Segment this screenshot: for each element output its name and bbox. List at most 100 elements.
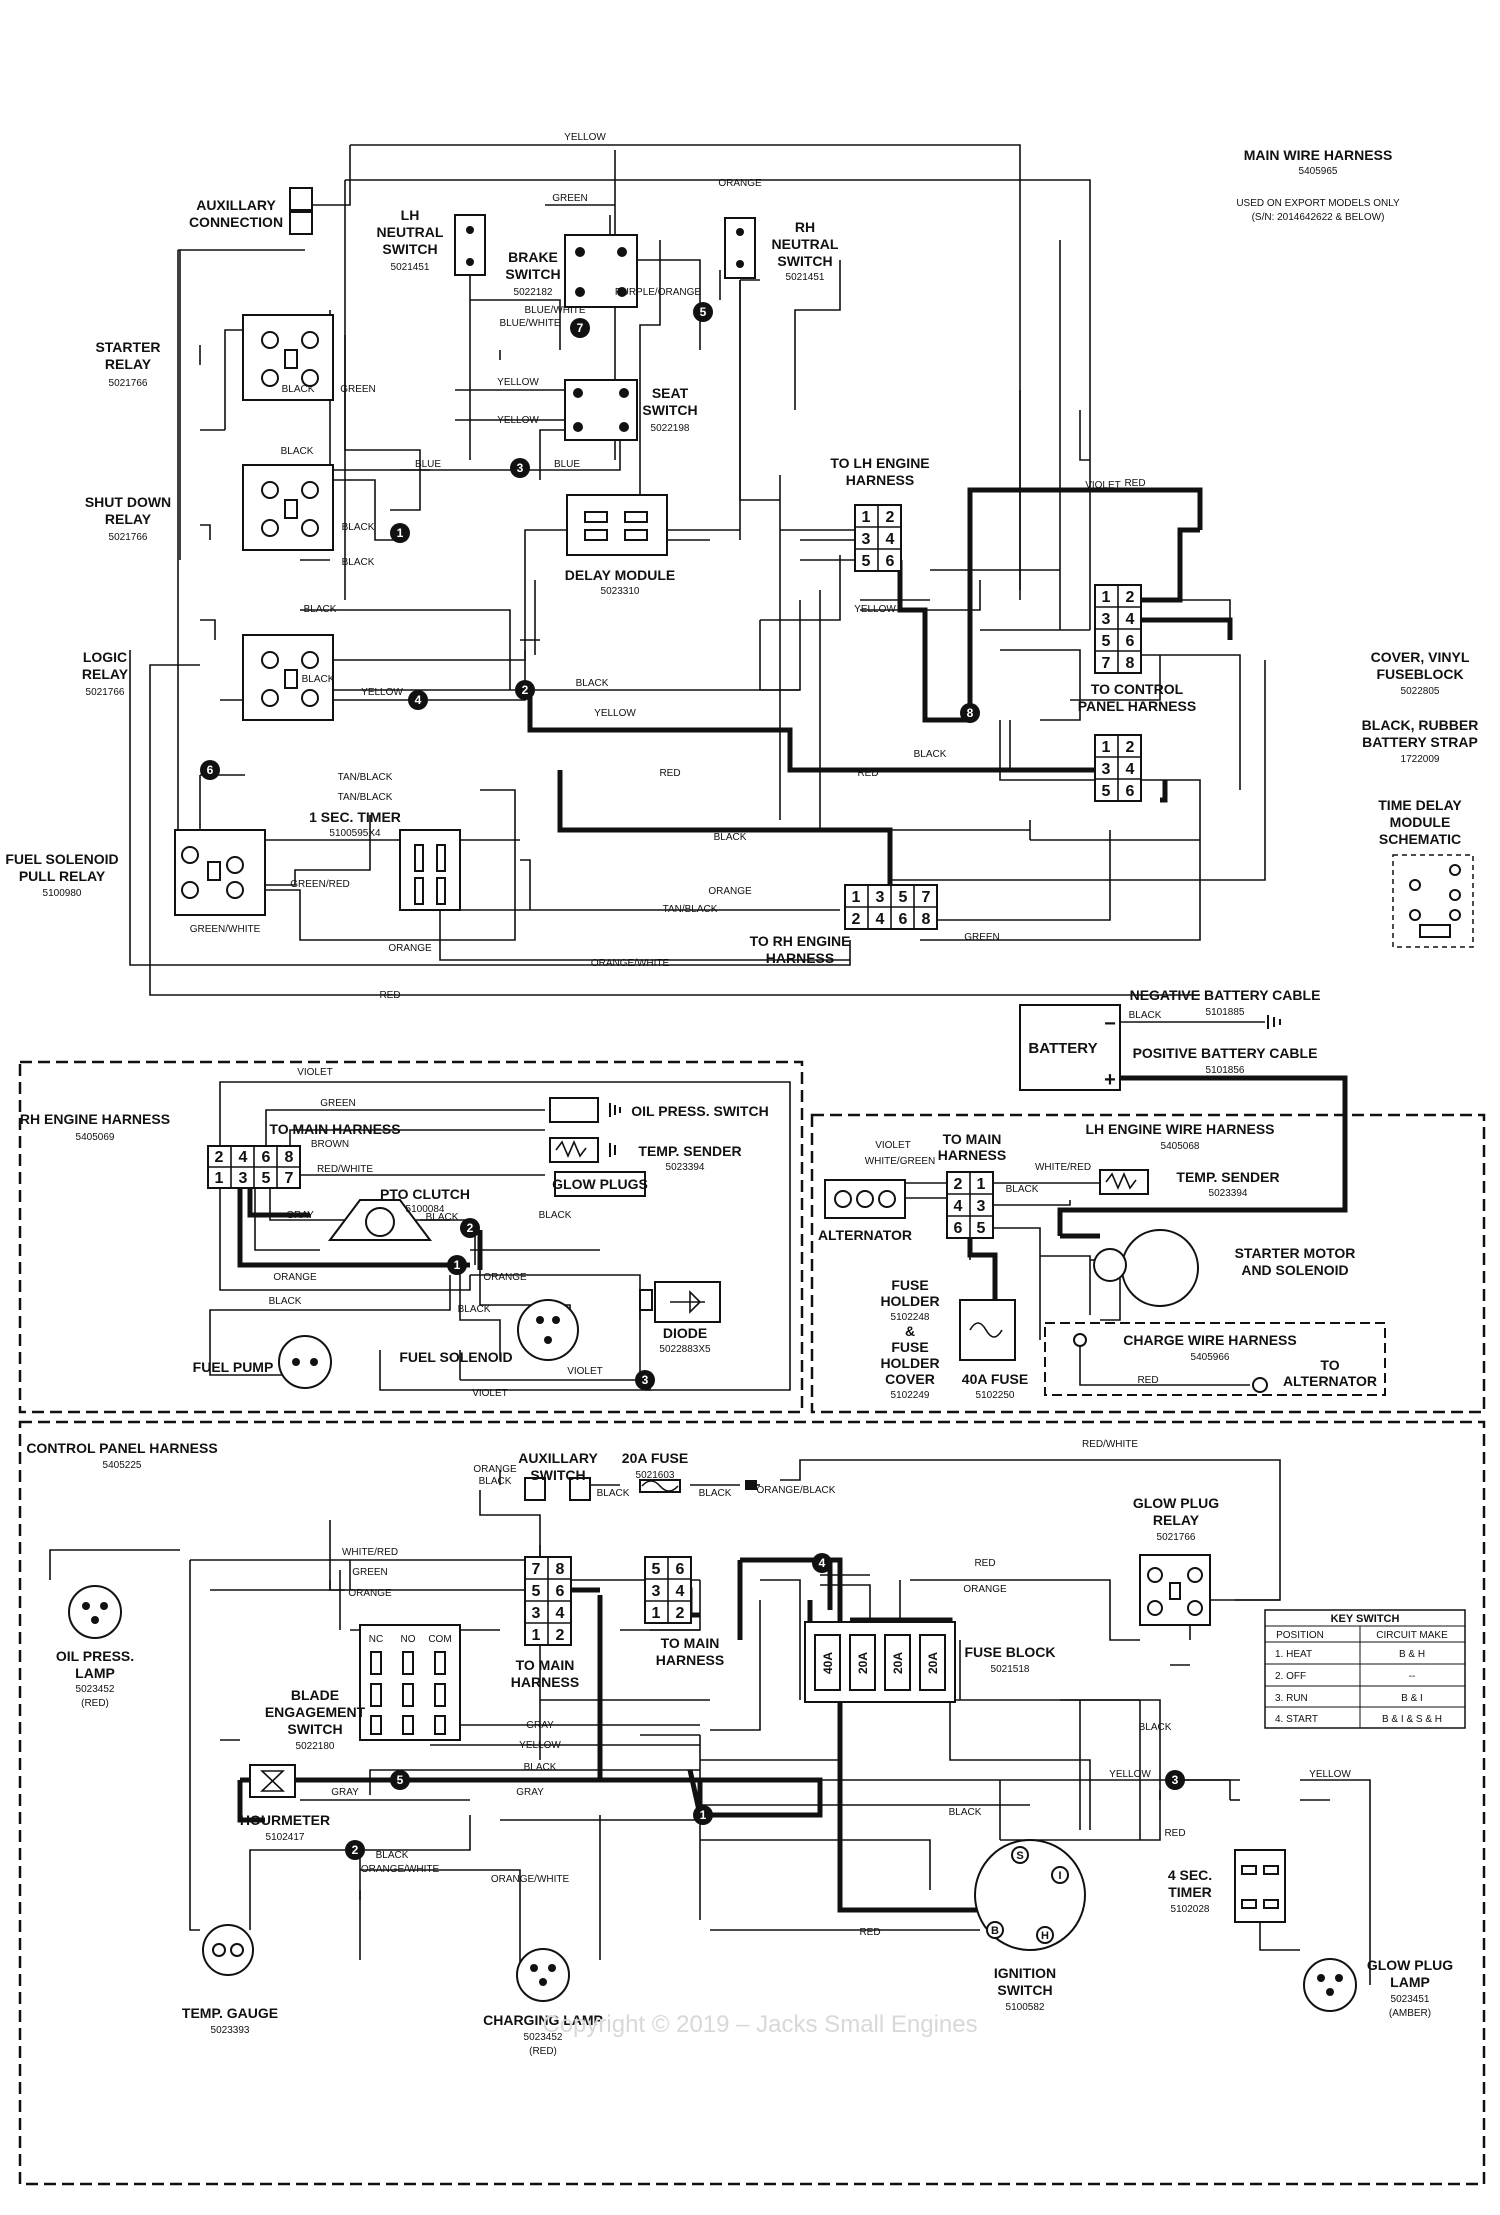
svg-text:7: 7	[577, 321, 584, 335]
svg-text:5021766: 5021766	[86, 687, 125, 698]
svg-text:3: 3	[1172, 1773, 1179, 1787]
svg-text:4. START: 4. START	[1275, 1714, 1318, 1725]
svg-text:GLOW PLUG: GLOW PLUG	[1133, 1495, 1219, 1511]
svg-text:5023394: 5023394	[1209, 1188, 1248, 1199]
svg-text:LH ENGINE WIRE HARNESS: LH ENGINE WIRE HARNESS	[1085, 1121, 1274, 1137]
svg-text:BLACK: BLACK	[699, 1488, 732, 1499]
svg-text:OIL PRESS.: OIL PRESS.	[56, 1648, 134, 1664]
wire-labels-top: YELLOW ORANGE GREEN BLUE/WHITE BLUE/WHIT…	[190, 132, 1146, 1001]
svg-text:RELAY: RELAY	[1153, 1512, 1200, 1528]
svg-text:LH: LH	[401, 207, 420, 223]
svg-text:TO MAIN: TO MAIN	[943, 1131, 1002, 1147]
svg-text:NO: NO	[401, 1634, 416, 1645]
svg-text:2: 2	[886, 509, 895, 526]
svg-text:ORANGE: ORANGE	[708, 886, 752, 897]
svg-text:3: 3	[876, 889, 885, 906]
svg-text:SWITCH: SWITCH	[777, 253, 832, 269]
svg-text:5021766: 5021766	[1157, 1532, 1196, 1543]
control-panel-harness-region	[18, 1420, 1486, 2186]
svg-text:1: 1	[700, 1808, 707, 1822]
svg-text:GREEN: GREEN	[552, 193, 588, 204]
svg-text:POSITIVE BATTERY CABLE: POSITIVE BATTERY CABLE	[1133, 1045, 1318, 1061]
svg-text:4: 4	[954, 1198, 963, 1215]
fuseblock-cover-note: COVER, VINYL FUSEBLOCK 5022805	[1371, 649, 1470, 697]
svg-text:5: 5	[977, 1220, 986, 1237]
svg-text:8: 8	[1126, 655, 1135, 672]
shutdown-relay: SHUT DOWN RELAY 5021766	[85, 464, 334, 551]
svg-text:SWITCH: SWITCH	[997, 1982, 1052, 1998]
svg-text:LOGIC: LOGIC	[83, 649, 127, 665]
svg-text:1: 1	[862, 509, 871, 526]
svg-text:4: 4	[415, 693, 422, 707]
svg-text:CHARGING LAMP: CHARGING LAMP	[483, 2012, 603, 2028]
svg-text:BLADE: BLADE	[291, 1687, 339, 1703]
svg-text:B & H: B & H	[1399, 1649, 1425, 1660]
svg-text:S: S	[1016, 1850, 1023, 1862]
seat-switch: SEAT SWITCH 5022198	[564, 379, 698, 441]
svg-text:RED: RED	[1137, 1375, 1158, 1386]
svg-text:COM: COM	[428, 1634, 451, 1645]
svg-text:HARNESS: HARNESS	[511, 1674, 579, 1690]
svg-text:5405225: 5405225	[103, 1460, 142, 1471]
svg-text:5023452: 5023452	[76, 1684, 115, 1695]
svg-text:BLUE/WHITE: BLUE/WHITE	[499, 318, 560, 329]
svg-text:BRAKE: BRAKE	[508, 249, 558, 265]
svg-text:5023310: 5023310	[601, 586, 640, 597]
svg-text:5: 5	[899, 889, 908, 906]
svg-text:HARNESS: HARNESS	[846, 472, 914, 488]
svg-text:6: 6	[886, 553, 895, 570]
time-delay-schematic: TIME DELAY MODULE SCHEMATIC	[1378, 797, 1474, 948]
svg-text:5022805: 5022805	[1401, 686, 1440, 697]
svg-text:RELAY: RELAY	[82, 666, 129, 682]
svg-text:20A FUSE: 20A FUSE	[622, 1450, 688, 1466]
svg-text:NEUTRAL: NEUTRAL	[377, 224, 444, 240]
svg-text:(RED): (RED)	[529, 2046, 557, 2057]
svg-text:RH: RH	[795, 219, 815, 235]
svg-text:4: 4	[1126, 761, 1135, 778]
svg-text:5021603: 5021603	[636, 1470, 675, 1481]
svg-text:TO: TO	[1320, 1357, 1339, 1373]
svg-text:2: 2	[556, 1627, 565, 1644]
svg-text:6: 6	[1126, 633, 1135, 650]
rh-neutral-switch: RH NEUTRAL SWITCH 5021451	[724, 217, 839, 283]
svg-text:BLACK: BLACK	[304, 604, 337, 615]
svg-text:5102250: 5102250	[976, 1390, 1015, 1401]
svg-text:ORANGE: ORANGE	[718, 178, 762, 189]
svg-text:BLACK: BLACK	[524, 1762, 557, 1773]
svg-text:RED: RED	[974, 1558, 995, 1569]
svg-text:ORANGE: ORANGE	[273, 1272, 317, 1283]
svg-text:HARNESS: HARNESS	[938, 1147, 1006, 1163]
svg-text:GLOW PLUG: GLOW PLUG	[1367, 1957, 1453, 1973]
svg-text:6: 6	[954, 1220, 963, 1237]
svg-text:5022182: 5022182	[514, 287, 553, 298]
svg-text:ORANGE/WHITE: ORANGE/WHITE	[591, 958, 670, 969]
svg-text:GREEN/RED: GREEN/RED	[290, 879, 349, 890]
svg-text:5: 5	[862, 553, 871, 570]
svg-text:ORANGE/WHITE: ORANGE/WHITE	[491, 1874, 570, 1885]
svg-text:4: 4	[556, 1605, 565, 1622]
svg-text:HARNESS: HARNESS	[766, 950, 834, 966]
svg-text:40A: 40A	[821, 1652, 835, 1674]
svg-text:BLACK: BLACK	[714, 832, 747, 843]
svg-text:FUSE: FUSE	[891, 1339, 928, 1355]
svg-text:ALTERNATOR: ALTERNATOR	[1283, 1373, 1377, 1389]
svg-text:B & I & S & H: B & I & S & H	[1382, 1714, 1442, 1725]
svg-text:2: 2	[1126, 589, 1135, 606]
auxiliary-connection: AUXILLARY CONNECTION	[189, 187, 313, 235]
svg-text:1: 1	[215, 1170, 224, 1187]
battery-strap-note: BLACK, RUBBER BATTERY STRAP 1722009	[1362, 717, 1479, 765]
battery-section: BATTERY − + BLACK NEGATIVE BATTERY CABLE…	[1019, 987, 1348, 1236]
rh-engine-harness: RH ENGINE HARNESS 5405069 TO MAIN HARNES…	[20, 1067, 791, 1399]
svg-text:--: --	[1409, 1671, 1416, 1682]
svg-text:6: 6	[899, 911, 908, 928]
copyright-watermark: Copyright © 2019 – Jacks Small Engines	[542, 2011, 977, 2038]
svg-text:GREEN/WHITE: GREEN/WHITE	[190, 924, 261, 935]
svg-text:BLACK: BLACK	[597, 1488, 630, 1499]
svg-text:ORANGE/WHITE: ORANGE/WHITE	[361, 1864, 440, 1875]
svg-text:5102248: 5102248	[891, 1312, 930, 1323]
svg-text:SWITCH: SWITCH	[287, 1721, 342, 1737]
svg-text:TAN/BLACK: TAN/BLACK	[663, 904, 718, 915]
svg-text:2: 2	[1126, 739, 1135, 756]
svg-text:SHUT DOWN: SHUT DOWN	[85, 494, 171, 510]
